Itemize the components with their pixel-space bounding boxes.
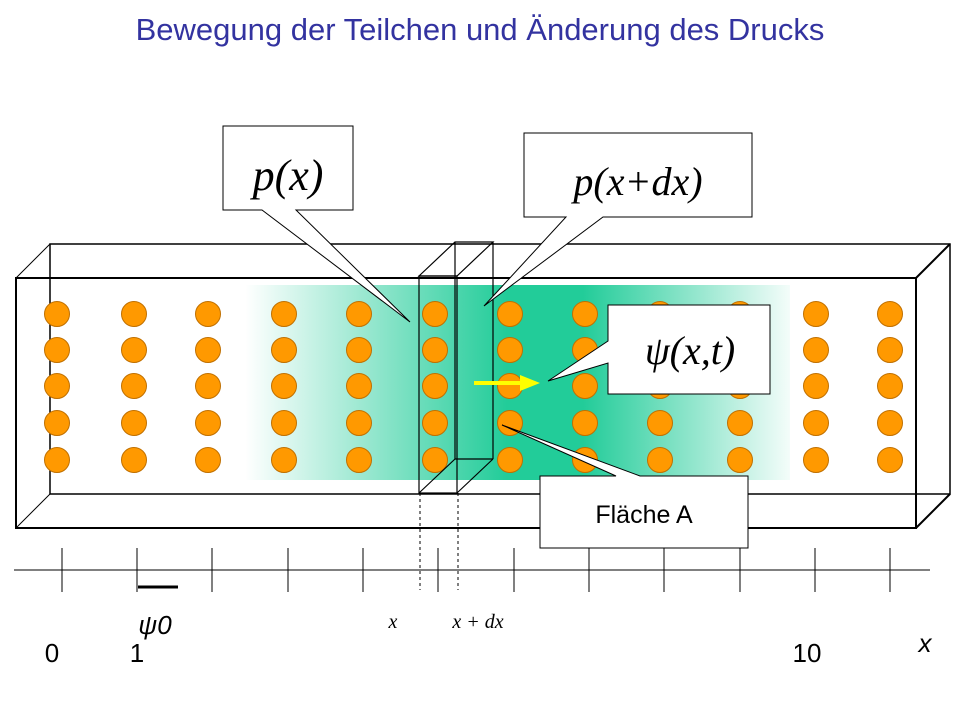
particle — [121, 373, 147, 399]
particle — [803, 373, 829, 399]
particle — [44, 447, 70, 473]
particle — [121, 410, 147, 436]
particle — [195, 301, 221, 327]
particle — [877, 337, 903, 363]
particle — [346, 447, 372, 473]
particle — [271, 373, 297, 399]
particle — [572, 410, 598, 436]
pressure-left-label: p(x) — [250, 151, 324, 200]
particle — [271, 301, 297, 327]
pressure-right-label: p(x+dx) — [570, 159, 702, 204]
particle — [497, 373, 523, 399]
particle — [877, 373, 903, 399]
particle — [346, 373, 372, 399]
particle — [422, 337, 448, 363]
particle — [195, 373, 221, 399]
particle — [346, 337, 372, 363]
particle — [422, 301, 448, 327]
callout-displacement: ψ(x,t) — [547, 304, 771, 395]
particle — [647, 410, 673, 436]
tube-box — [15, 243, 951, 529]
callout-pressure-right: p(x+dx) — [483, 132, 753, 307]
particle — [422, 373, 448, 399]
particle — [195, 337, 221, 363]
particle — [727, 410, 753, 436]
callout-area: Fläche A — [501, 424, 749, 549]
particle — [497, 301, 523, 327]
particle — [877, 447, 903, 473]
particle — [121, 301, 147, 327]
tick-label-zero: 0 — [45, 638, 59, 668]
page-title: Bewegung der Teilchen und Änderung des D… — [135, 12, 825, 47]
x-axis — [14, 548, 930, 592]
particle — [877, 301, 903, 327]
particle — [422, 447, 448, 473]
particle — [803, 410, 829, 436]
particle — [44, 373, 70, 399]
particle — [877, 410, 903, 436]
particle — [44, 337, 70, 363]
callout-pressure-left: p(x) — [222, 125, 411, 323]
psi0-label: ψ0 — [138, 610, 172, 640]
displacement-arrow — [474, 375, 540, 391]
particle — [497, 337, 523, 363]
axis-label: x — [917, 628, 933, 658]
particle — [572, 373, 598, 399]
particle — [803, 447, 829, 473]
particle — [121, 447, 147, 473]
particle — [572, 301, 598, 327]
particle — [497, 410, 523, 436]
x-dx-position-label: x + dx — [451, 611, 503, 633]
particle — [803, 337, 829, 363]
particle — [346, 410, 372, 436]
particle — [346, 301, 372, 327]
particle — [647, 447, 673, 473]
particle — [121, 337, 147, 363]
particle — [422, 410, 448, 436]
particle — [497, 447, 523, 473]
area-label: Fläche A — [595, 501, 693, 529]
particle — [271, 410, 297, 436]
particle — [195, 447, 221, 473]
particle — [44, 301, 70, 327]
particle — [44, 410, 70, 436]
x-position-label: x — [388, 611, 398, 633]
particle — [271, 447, 297, 473]
particle — [271, 337, 297, 363]
tick-label-ten: 10 — [793, 638, 822, 668]
particle — [195, 410, 221, 436]
particle — [803, 301, 829, 327]
slab-element — [417, 241, 495, 494]
tick-label-one: 1 — [130, 638, 144, 668]
particle — [727, 447, 753, 473]
displacement-label: ψ(x,t) — [645, 328, 735, 373]
